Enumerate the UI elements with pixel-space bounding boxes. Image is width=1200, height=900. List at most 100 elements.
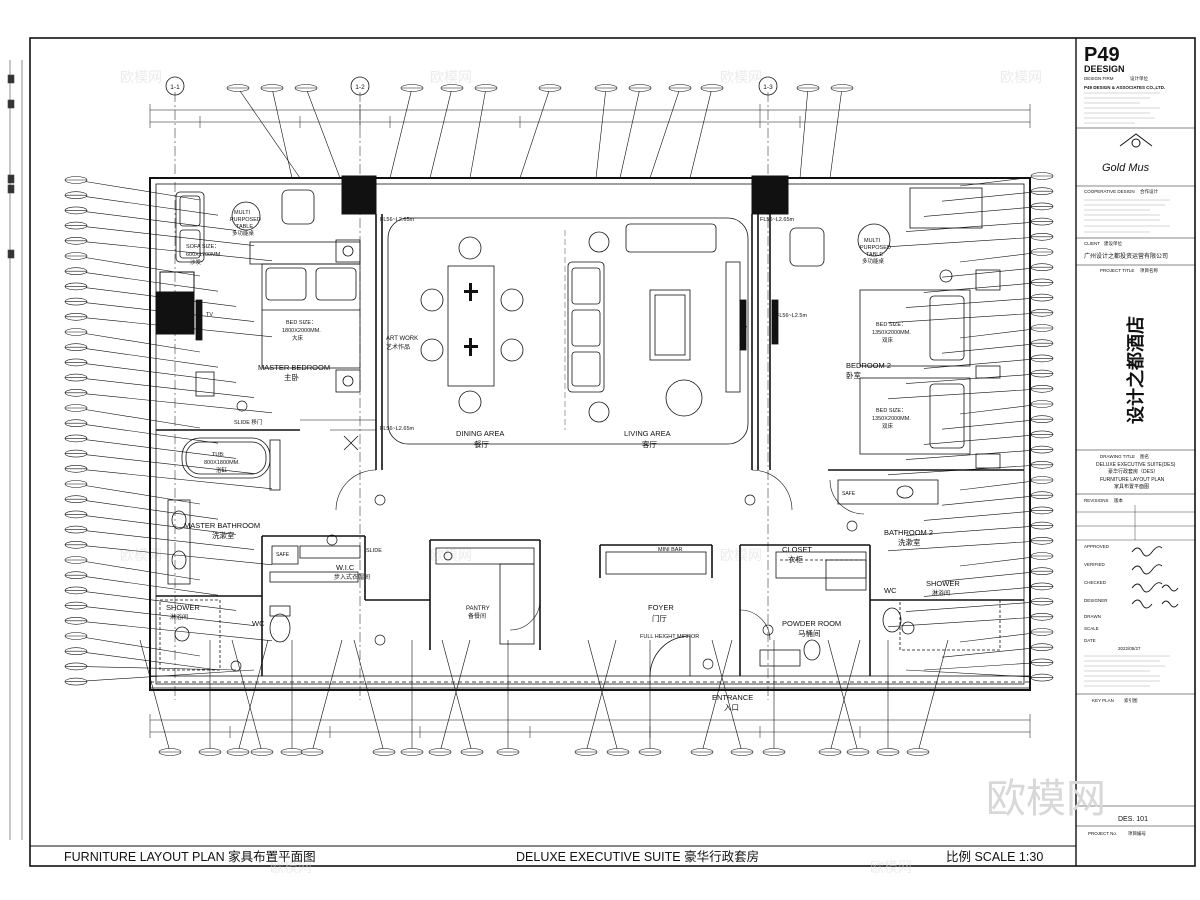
svg-text:欧模网: 欧模网 <box>720 69 762 85</box>
leader-line <box>887 312 1043 324</box>
tub-label: TUB: <box>212 452 225 458</box>
svg-text:淋浴间: 淋浴间 <box>932 589 950 597</box>
svg-text:双床: 双床 <box>882 336 894 344</box>
svg-text:项目名称: 项目名称 <box>1140 267 1158 274</box>
leader-line <box>75 179 201 201</box>
leader-line <box>923 282 1043 293</box>
svg-text:版本: 版本 <box>1114 497 1123 504</box>
level-3: FL56~L2.5m <box>776 313 807 319</box>
leader-line <box>237 639 269 753</box>
checked-label: CHECKED <box>1084 580 1107 585</box>
leader-line <box>959 403 1043 415</box>
scale-label: SCALE <box>1084 626 1099 631</box>
leader-line <box>75 514 237 535</box>
leader-line <box>75 377 255 398</box>
svg-text:欧模网: 欧模网 <box>430 547 472 563</box>
leader-line <box>75 301 255 322</box>
room-shower-2: SHOWER <box>926 579 960 588</box>
leader-line <box>75 407 201 429</box>
leader-line <box>75 669 255 682</box>
signatures <box>1131 546 1179 609</box>
leader-line <box>827 639 859 753</box>
leader-line <box>595 87 607 179</box>
svg-text:1350X2000MM.: 1350X2000MM. <box>872 416 911 422</box>
leader-line <box>353 639 385 753</box>
leader-line <box>75 422 219 444</box>
leader-line <box>887 388 1043 400</box>
svg-text:图名: 图名 <box>1140 453 1149 460</box>
leader-line <box>959 631 1043 643</box>
leader-line <box>75 362 237 383</box>
door-swings <box>335 469 865 641</box>
svg-text:浴缸: 浴缸 <box>216 466 228 474</box>
leader-line <box>905 669 1043 678</box>
leader-line <box>711 639 743 753</box>
svg-text:多功能桌: 多功能桌 <box>862 257 885 265</box>
leader-line <box>923 206 1043 217</box>
room-closet: CLOSET <box>782 545 812 554</box>
leader-line <box>941 494 1043 506</box>
leader-line <box>75 590 237 611</box>
svg-text:餐厅: 餐厅 <box>474 440 489 449</box>
leader-line <box>887 236 1043 248</box>
sheet-footer: FURNITURE LAYOUT PLAN 家具布置平面图 DELUXE EXE… <box>64 849 1043 864</box>
room-wic: W.I.C <box>336 563 355 572</box>
master-bath-fixtures <box>159 437 291 671</box>
leader-line <box>75 635 201 657</box>
leader-line <box>829 87 843 179</box>
room-shower-1: SHOWER <box>166 603 200 612</box>
leader-line <box>139 639 171 753</box>
grid-bubble-3: 1-3 <box>763 84 773 91</box>
leader-line <box>959 251 1043 263</box>
leader-line <box>619 87 641 179</box>
room-master-bath: MASTER BATHROOM <box>184 521 260 530</box>
svg-text:欧模网: 欧模网 <box>120 547 162 563</box>
lower-wall-band <box>149 675 1031 689</box>
room-wc-1: WC <box>252 619 265 628</box>
svg-text:PROJECT TITLE: PROJECT TITLE <box>1100 268 1134 273</box>
svg-text:淋浴间: 淋浴间 <box>170 613 188 621</box>
svg-text:设计单位: 设计单位 <box>1130 75 1148 82</box>
leader-line <box>519 87 551 179</box>
svg-text:衣柜: 衣柜 <box>788 554 803 564</box>
leader-line <box>923 662 1043 671</box>
level-2: FL56~L2.65m <box>380 426 415 432</box>
svg-text:建设单位: 建设单位 <box>1104 240 1122 247</box>
approved-label: APPROVED <box>1084 544 1110 549</box>
svg-text:大床: 大床 <box>292 334 304 342</box>
svg-text:洗漱室: 洗漱室 <box>212 530 235 540</box>
leader-line <box>75 544 273 566</box>
svg-text:TABLE: TABLE <box>866 252 883 258</box>
sofa-size-label: SOFA SIZE： <box>186 244 220 250</box>
leader-line <box>941 646 1043 658</box>
leader-line <box>905 297 1043 308</box>
leader-line <box>689 87 713 179</box>
leader-line <box>887 616 1043 628</box>
date-label: DATE <box>1084 638 1096 643</box>
svg-text:索引图: 索引图 <box>1124 697 1138 704</box>
top-dimensions <box>149 104 1031 128</box>
date-value: 2022/05/27 <box>1118 646 1141 651</box>
svg-text:双床: 双床 <box>882 422 894 430</box>
sheet-border <box>29 37 1196 867</box>
designer-label: DESIGNER <box>1084 598 1108 603</box>
leader-line <box>829 639 861 753</box>
leader-line <box>941 190 1043 202</box>
room-bath2: BATHROOM 2 <box>884 528 933 537</box>
footer-middle: DELUXE EXECUTIVE SUITE 豪华行政套房 <box>516 849 759 864</box>
leader-line <box>75 468 273 490</box>
leader-line <box>469 87 487 179</box>
svg-text:欧模网: 欧模网 <box>120 69 162 85</box>
svg-text:洗漱室: 洗漱室 <box>898 537 921 547</box>
bed-2b-label: BED SIZE： <box>876 408 907 414</box>
leader-line <box>917 639 949 753</box>
leader-line <box>941 570 1043 582</box>
safe-label-2: SAFE <box>842 491 856 497</box>
leader-line <box>439 639 471 753</box>
plan-labels: 1-1 1-2 1-3 MASTER BEDROOM 主卧 DINING ARE… <box>166 84 960 712</box>
column-2 <box>751 175 789 215</box>
leader-line <box>905 525 1043 536</box>
leader-line <box>75 498 219 520</box>
leader-line <box>959 175 1043 187</box>
svg-text:PURPOSED: PURPOSED <box>860 245 891 251</box>
